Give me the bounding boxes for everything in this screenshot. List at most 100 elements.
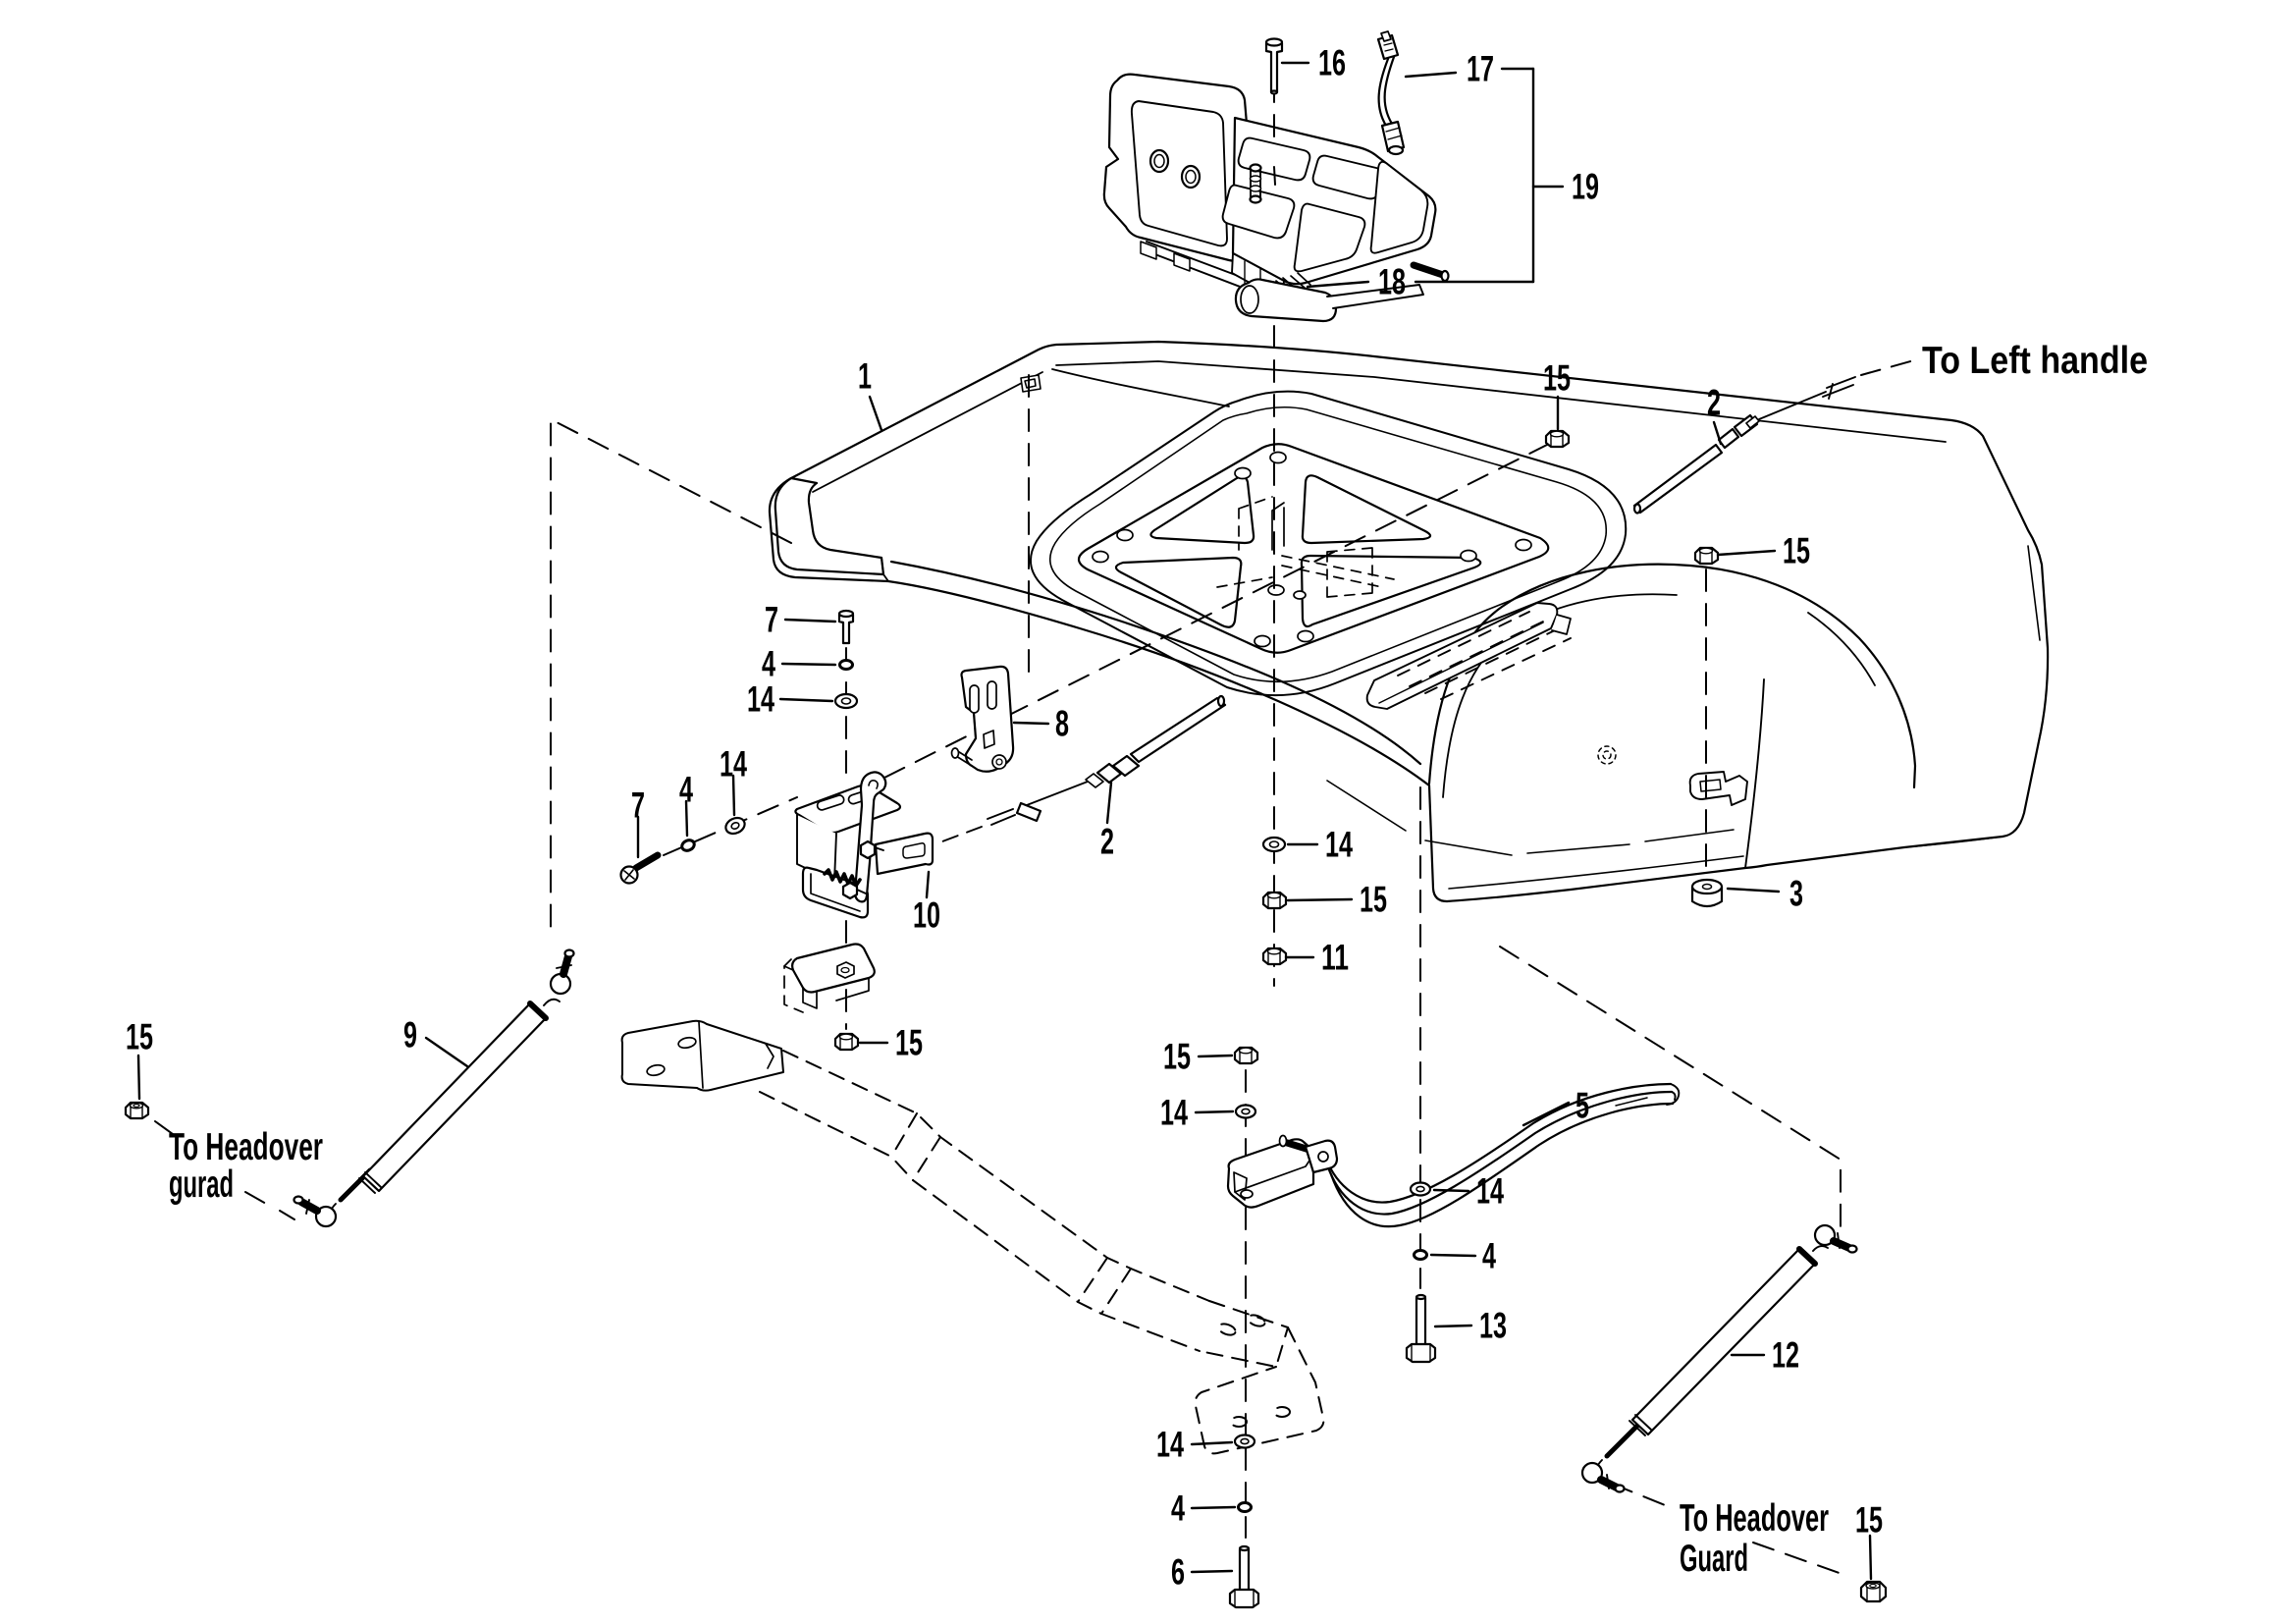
- annotation-to-headover-guard-2: Guard: [1680, 1538, 1748, 1580]
- part-screw-7b: [619, 851, 662, 885]
- callout-part-5: 5: [1575, 1086, 1589, 1126]
- leader-part-3: [1726, 887, 1781, 893]
- part-flat-washer-14c: [1261, 836, 1287, 853]
- part-cable-center: [941, 694, 1227, 842]
- callout-part-10: 10: [913, 895, 940, 936]
- part-lock-washer-4a: [838, 659, 854, 671]
- leader-part-6: [1190, 1569, 1234, 1574]
- part-flat-washer-14e: [1409, 1181, 1432, 1197]
- leader-part-14-e: [1432, 1188, 1470, 1193]
- leader-part-15-b: [1716, 549, 1777, 557]
- callout-part-14-e: 14: [1476, 1171, 1504, 1212]
- part-wire-harness-17: [1376, 30, 1406, 156]
- callout-part-18: 18: [1378, 262, 1406, 302]
- callout-part-6: 6: [1171, 1552, 1185, 1593]
- part-nut-15a: [1544, 429, 1571, 449]
- callout-part-9: 9: [403, 1015, 417, 1056]
- part-nut-15c: [1261, 891, 1288, 910]
- callout-part-1: 1: [858, 356, 872, 397]
- part-catch-plate: [783, 943, 876, 1013]
- callouts-layer: 1223444456778910111213141414141414151515…: [126, 43, 2148, 1593]
- callout-part-7-a: 7: [765, 600, 778, 640]
- leader-part-8: [1012, 721, 1050, 726]
- part-lock-washer-4c: [1413, 1249, 1428, 1261]
- part-seat-assembly: [1102, 73, 1450, 323]
- part-bolt-16: [1264, 37, 1284, 95]
- leader-part-14-b: [731, 774, 736, 817]
- callout-part-19: 19: [1572, 167, 1599, 207]
- callout-part-15-e: 15: [126, 1017, 153, 1057]
- callout-part-3: 3: [1789, 874, 1803, 914]
- part-support-strap: [620, 1019, 1325, 1455]
- part-flat-washer-14b: [724, 816, 746, 836]
- leader-part-14-a: [778, 697, 834, 703]
- part-nut-15d: [833, 1032, 860, 1052]
- callout-part-2-center: 2: [1100, 822, 1114, 862]
- part-cover-panel: [768, 340, 2050, 903]
- callout-part-17: 17: [1467, 49, 1494, 89]
- part-nut-15b: [1693, 546, 1720, 566]
- leader-part-4-d: [1190, 1505, 1237, 1510]
- callout-part-4-c: 4: [1482, 1236, 1496, 1276]
- leader-part-4-c: [1429, 1253, 1477, 1258]
- part-flat-washer-14d: [1234, 1104, 1257, 1119]
- callout-part-7-b: 7: [631, 785, 645, 826]
- annotation-to-headover-gurad-2: gurad: [169, 1164, 234, 1206]
- callout-part-16: 16: [1318, 43, 1346, 83]
- leader-part-9: [424, 1036, 469, 1068]
- callout-part-14-a: 14: [747, 679, 774, 720]
- callout-part-4-b: 4: [679, 770, 693, 810]
- annotation-to-headover-guard-1: To Headover: [1680, 1497, 1829, 1540]
- callout-part-15-a: 15: [1543, 358, 1571, 399]
- callout-part-14-b: 14: [720, 744, 747, 785]
- leader-part-4-a: [780, 662, 837, 667]
- callout-part-4-d: 4: [1171, 1489, 1185, 1529]
- part-lock-washer-4b: [680, 839, 696, 852]
- leader-part-17: [1404, 71, 1458, 79]
- axis-lines: [154, 80, 1848, 1577]
- callout-part-2-right: 2: [1707, 383, 1721, 423]
- part-flat-washer-14a: [833, 692, 859, 710]
- callout-part-15-g: 15: [1855, 1500, 1883, 1541]
- leader-part-15-c: [1286, 897, 1354, 902]
- callout-part-14-d: 14: [1160, 1093, 1188, 1133]
- callout-part-12: 12: [1772, 1335, 1799, 1376]
- leader-part-14-d: [1194, 1110, 1235, 1114]
- callout-part-4-a: 4: [762, 644, 775, 684]
- annotation-to-left-handle: To Left handle: [1922, 340, 2148, 382]
- leader-part-18: [1306, 280, 1370, 289]
- leader-part-15-g: [1868, 1534, 1873, 1581]
- part-pivot-arm-5: [1226, 1082, 1681, 1228]
- leader-part-15-e: [136, 1054, 141, 1101]
- leader-part-10: [925, 870, 931, 899]
- leader-part-4-b: [684, 799, 689, 838]
- part-gas-spring-9: [293, 948, 575, 1228]
- part-cable-right: [1632, 359, 1915, 514]
- callout-part-15-d: 15: [895, 1023, 923, 1063]
- callout-part-14-c: 14: [1325, 825, 1353, 865]
- part-nut-15f: [1233, 1046, 1259, 1065]
- callout-part-15-f: 15: [1163, 1037, 1191, 1077]
- callout-part-15-b: 15: [1783, 531, 1810, 571]
- callout-part-8: 8: [1055, 704, 1069, 744]
- callout-part-11: 11: [1321, 938, 1349, 978]
- leader-part-2-right: [1712, 420, 1723, 446]
- part-nut-15e: [124, 1101, 150, 1120]
- leader-part-5: [1522, 1101, 1571, 1127]
- leader-part-2-center: [1105, 781, 1113, 825]
- callout-part-14-f: 14: [1156, 1425, 1184, 1465]
- annotation-to-headover-gurad-1: To Headover: [169, 1126, 323, 1168]
- leader-part-7-a: [783, 618, 837, 623]
- part-latch-10: [794, 771, 934, 919]
- callout-part-13: 13: [1479, 1306, 1507, 1346]
- part-bolt-6: [1228, 1544, 1260, 1609]
- part-nut-11: [1261, 947, 1288, 966]
- part-gas-spring-12: [1580, 1223, 1858, 1493]
- part-bolt-13: [1405, 1293, 1437, 1364]
- part-bumper-3: [1690, 878, 1724, 908]
- part-bracket-8: [950, 665, 1015, 773]
- part-nut-15g: [1859, 1580, 1888, 1603]
- leader-part-1: [868, 395, 883, 432]
